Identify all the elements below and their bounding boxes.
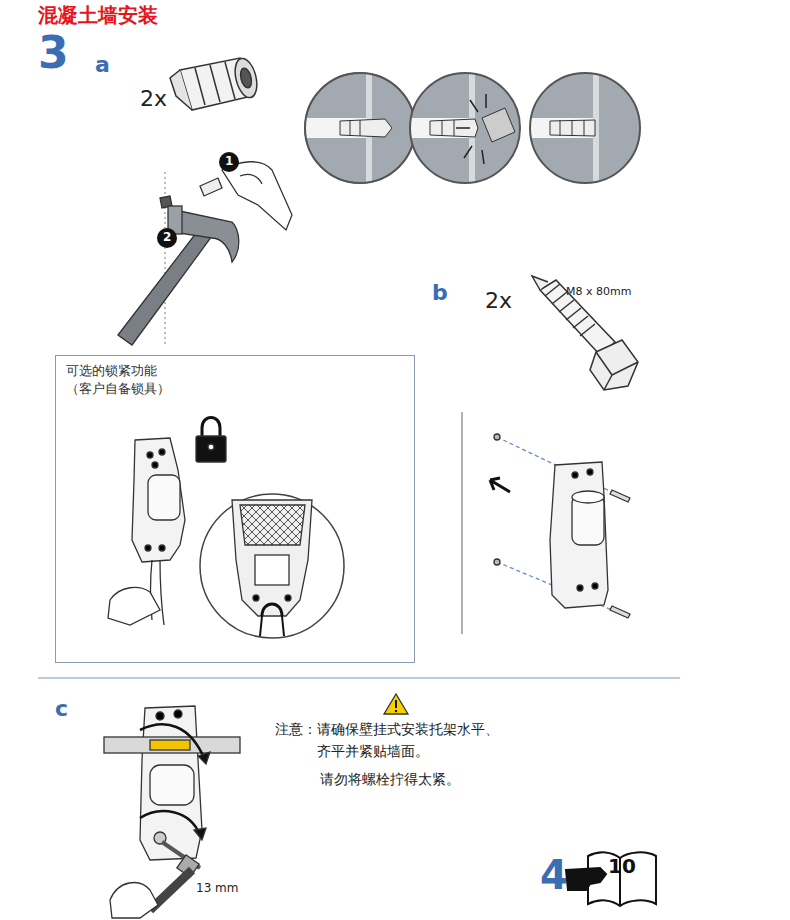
note-text: 齐平并紧贴墙面。 xyxy=(317,743,429,759)
substep-letter: a xyxy=(95,52,110,77)
next-step-number: 4 xyxy=(540,852,568,898)
lag-screw xyxy=(532,276,638,390)
callout-number: 1 xyxy=(225,155,233,169)
panel-note: （客户自备锁具） xyxy=(66,380,404,398)
level-wrench-illustration xyxy=(104,706,240,918)
substep-letter: c xyxy=(55,696,68,721)
lock-illustration xyxy=(108,418,344,639)
manual-book-icon xyxy=(566,852,656,906)
bracket-mounting xyxy=(490,434,630,618)
dimension: 13 mm xyxy=(196,882,238,896)
substep-letter: b xyxy=(432,280,448,305)
quantity: 2x xyxy=(140,86,167,111)
step-marker xyxy=(157,152,239,248)
dimension: M8 x 80mm xyxy=(566,286,631,299)
page-title: 混凝土墙安装 xyxy=(38,4,158,27)
callout-number: 2 xyxy=(163,231,171,245)
warning-icon xyxy=(384,694,408,714)
panel-heading: 可选的锁紧功能 xyxy=(66,362,404,380)
note-text: 请勿将螺栓拧得太紧。 xyxy=(320,771,460,787)
step-number: 3 xyxy=(38,28,69,79)
quantity: 2x xyxy=(485,288,512,313)
wall-anchor xyxy=(170,56,261,110)
separator-line xyxy=(38,677,680,679)
note-text: 注意：请确保壁挂式安装托架水平、 xyxy=(275,721,499,737)
page-reference: 10 xyxy=(608,855,636,878)
wall-detail xyxy=(305,73,640,183)
hammer-illustration xyxy=(118,162,292,345)
callout-panel: 可选的锁紧功能（客户自备锁具） xyxy=(55,355,415,663)
separator-line xyxy=(461,412,463,634)
